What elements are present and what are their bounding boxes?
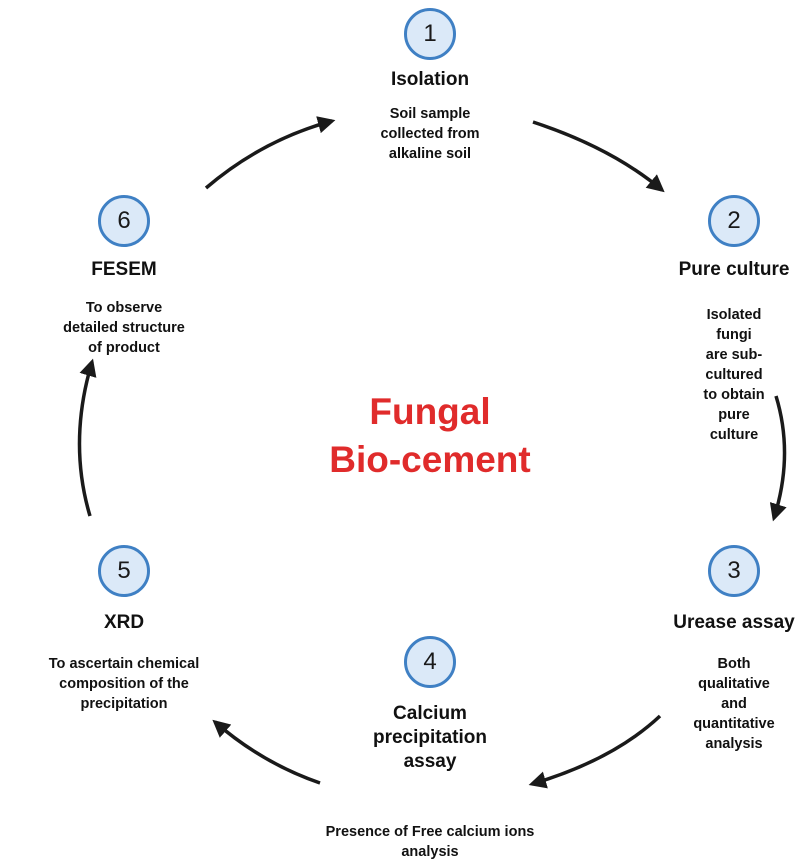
step-2-badge: 2	[708, 195, 760, 247]
step-4-title: Calcium precipitation assay	[372, 703, 488, 772]
arrow-4-to-5	[212, 719, 321, 785]
step-1-title: Isolation	[390, 69, 470, 90]
center-title-line1: Fungal	[369, 391, 491, 432]
arrow-5-to-6	[77, 358, 97, 517]
step-5-badge: 5	[98, 545, 150, 597]
step-1-badge: 1	[404, 8, 456, 60]
step-4-badge: 4	[404, 636, 456, 688]
center-title-line2: Bio-cement	[329, 439, 531, 480]
center-title: Fungal Bio-cement	[329, 388, 530, 484]
step-6-title: FESEM	[91, 259, 157, 280]
step-2-title: Pure culture	[678, 259, 790, 280]
step-3-badge: 3	[708, 545, 760, 597]
arrow-3-to-4	[528, 714, 662, 789]
arrow-2-to-3	[769, 395, 787, 522]
step-3-description: Both qualitative and quantitative analys…	[693, 656, 775, 752]
step-3-title: Urease assay	[673, 612, 795, 633]
step-4-description: Presence of Free calcium ions analysis	[325, 824, 535, 860]
arrow-6-to-1	[204, 116, 336, 190]
step-6-description: To observe detailed structure of product	[63, 300, 185, 356]
step-2-description: Isolated fungi are sub-cultured to obtai…	[703, 307, 765, 443]
step-5-description: To ascertain chemical composition of the…	[48, 656, 200, 712]
step-1-description: Soil sample collected from alkaline soil	[380, 106, 480, 162]
step-5-title: XRD	[103, 612, 145, 633]
step-6-badge: 6	[98, 195, 150, 247]
arrow-1-to-2	[532, 120, 665, 193]
